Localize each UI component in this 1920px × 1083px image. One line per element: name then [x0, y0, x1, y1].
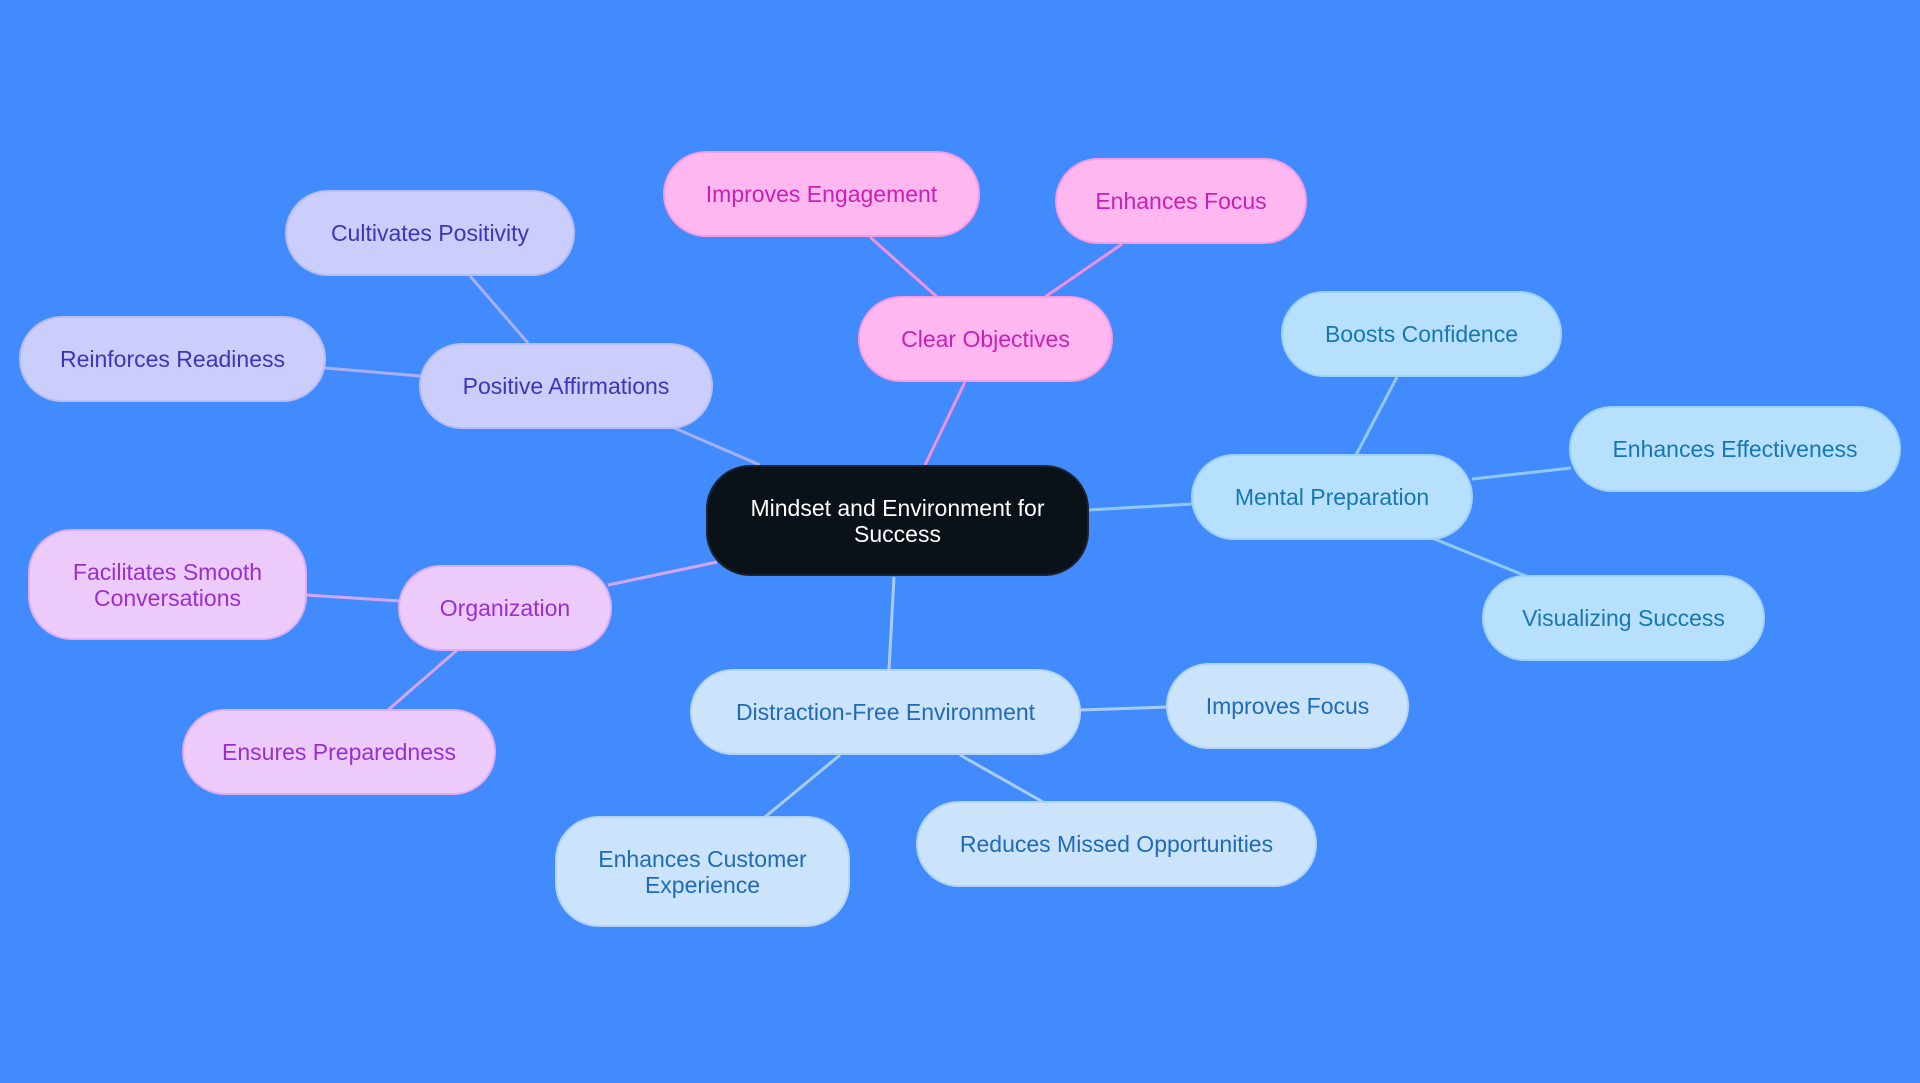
- node-label: Enhances Effectiveness: [1612, 436, 1858, 462]
- node-facilitates-smooth-conversations[interactable]: Facilitates Smooth Conversations: [28, 529, 307, 640]
- node-label: Positive Affirmations: [462, 373, 670, 399]
- node-label: Distraction-Free Environment: [735, 699, 1036, 725]
- edge-mp-effectiveness: [1471, 466, 1572, 481]
- node-label: Cultivates Positivity: [330, 220, 530, 246]
- node-label: Clear Objectives: [901, 326, 1070, 352]
- node-organization[interactable]: Organization: [398, 565, 612, 651]
- node-reduces-missed-opportunities[interactable]: Reduces Missed Opportunities: [916, 801, 1317, 887]
- node-improves-engagement[interactable]: Improves Engagement: [663, 151, 980, 237]
- edge-pa-reinforces: [324, 366, 421, 378]
- node-reinforces-readiness[interactable]: Reinforces Readiness: [19, 316, 326, 402]
- edge-root-clear-objectives: [923, 381, 967, 466]
- edge-root-organization: [607, 560, 718, 587]
- node-label: Organization: [439, 595, 571, 621]
- root-label: Mindset and Environment for Success: [750, 494, 1045, 547]
- node-label: Visualizing Success: [1522, 605, 1725, 631]
- node-ensures-preparedness[interactable]: Ensures Preparedness: [182, 709, 496, 795]
- edge-df-reduces: [959, 753, 1044, 804]
- edge-root-positive-affirmations: [671, 425, 761, 467]
- node-cultivates-positivity[interactable]: Cultivates Positivity: [285, 190, 575, 276]
- node-enhances-focus[interactable]: Enhances Focus: [1055, 158, 1307, 244]
- node-label: Mental Preparation: [1234, 484, 1430, 510]
- node-label: Enhances Focus: [1095, 188, 1267, 214]
- node-boosts-confidence[interactable]: Boosts Confidence: [1281, 291, 1562, 377]
- edge-root-mental-preparation: [1087, 502, 1193, 512]
- node-enhances-customer-experience[interactable]: Enhances Customer Experience: [555, 816, 850, 927]
- edge-df-improves: [1079, 705, 1169, 712]
- node-label: Enhances Customer Experience: [598, 845, 807, 898]
- edge-root-distraction-free: [887, 576, 896, 671]
- edge-org-ensures: [387, 648, 458, 712]
- edge-co-focus: [1044, 242, 1123, 299]
- node-positive-affirmations[interactable]: Positive Affirmations: [419, 343, 713, 429]
- node-label: Reduces Missed Opportunities: [959, 831, 1274, 857]
- edge-mp-visualizing: [1431, 536, 1527, 578]
- node-visualizing-success[interactable]: Visualizing Success: [1482, 575, 1765, 661]
- node-label: Improves Engagement: [705, 181, 938, 207]
- edge-co-engagement: [868, 235, 939, 299]
- node-label: Ensures Preparedness: [222, 739, 456, 765]
- edge-pa-cultivates: [468, 275, 530, 344]
- node-label: Reinforces Readiness: [59, 346, 285, 372]
- root-node[interactable]: Mindset and Environment for Success: [706, 465, 1089, 576]
- node-label: Boosts Confidence: [1324, 321, 1519, 347]
- node-clear-objectives[interactable]: Clear Objectives: [858, 296, 1113, 382]
- node-enhances-effectiveness[interactable]: Enhances Effectiveness: [1569, 406, 1901, 492]
- node-label: Facilitates Smooth Conversations: [72, 558, 263, 611]
- edge-mp-confidence: [1354, 376, 1399, 456]
- node-mental-preparation[interactable]: Mental Preparation: [1191, 454, 1473, 540]
- edge-df-enhances-cx: [764, 753, 841, 819]
- node-label: Improves Focus: [1205, 693, 1370, 719]
- node-distraction-free-environment[interactable]: Distraction-Free Environment: [690, 669, 1081, 755]
- node-improves-focus[interactable]: Improves Focus: [1166, 663, 1409, 749]
- edge-org-facilitates: [305, 593, 401, 603]
